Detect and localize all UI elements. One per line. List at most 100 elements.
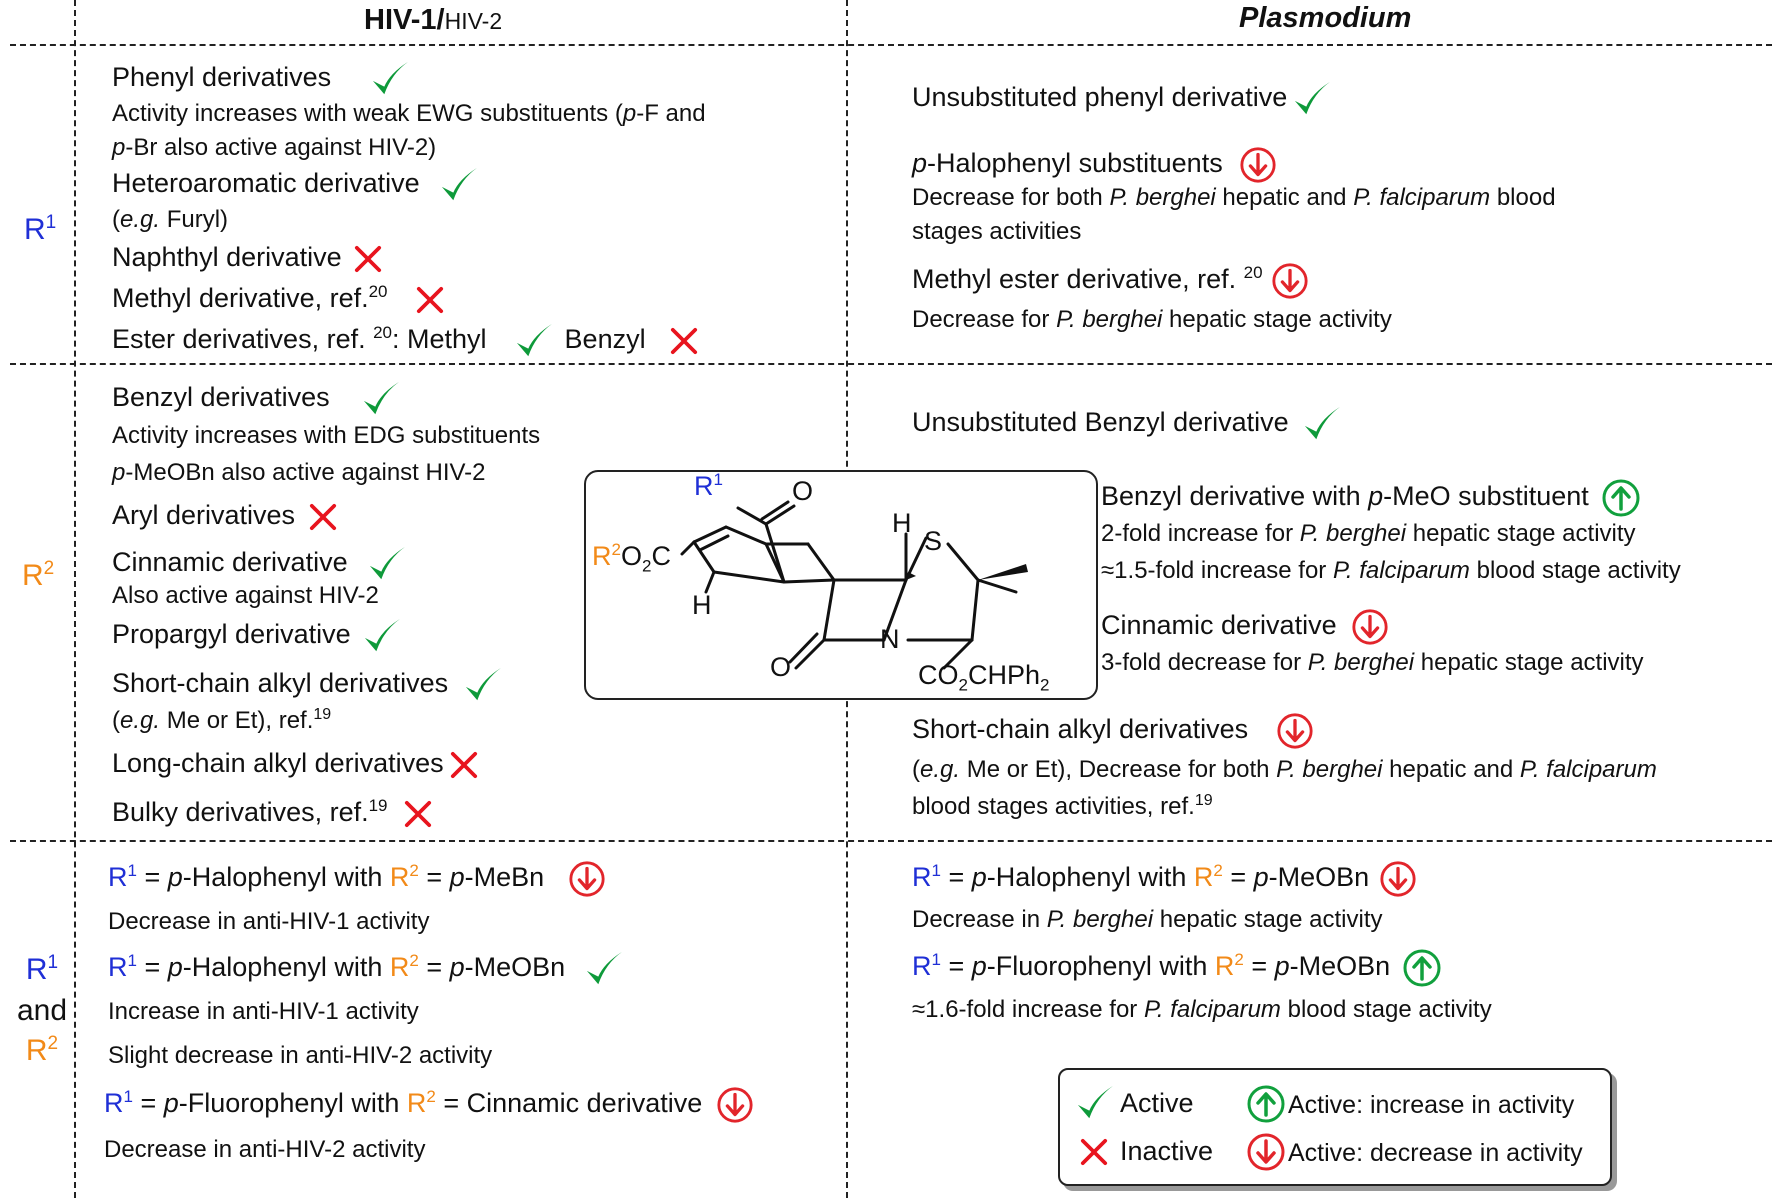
r2-hiv-cinnamic: Cinnamic derivative <box>112 545 408 583</box>
r1-hiv-naphthyl: Naphthyl derivative <box>112 242 382 273</box>
cross-icon <box>1080 1138 1108 1166</box>
both-plas-line-2-note: ≈1.6-fold increase for P. falciparum blo… <box>912 996 1492 1023</box>
check-icon <box>361 617 403 655</box>
r1-plas-unsub-phenyl: Unsubstituted phenyl derivative <box>912 80 1333 118</box>
decrease-arrow-icon <box>716 1086 754 1124</box>
r2-plas-cinnamic: Cinnamic derivative <box>1101 608 1389 646</box>
cross-icon <box>309 503 337 531</box>
r2-hiv-benzyl-note-2: p-MeOBn also active against HIV-2 <box>112 459 486 486</box>
both-hiv-line-1: R1 = p-Halophenyl with R2 = p-MeBn <box>108 860 606 898</box>
r2-hiv-short-chain: Short-chain alkyl derivatives <box>112 666 504 704</box>
molecule-carbonyl-o-bottom: O <box>770 652 792 682</box>
header-plasmodium: Plasmodium <box>1239 2 1412 34</box>
cross-icon <box>404 800 432 828</box>
molecule-h-top: H <box>892 508 912 538</box>
r2-hiv-cinnamic-note: Also active against HIV-2 <box>112 582 379 609</box>
r2-plas-short-chain: Short-chain alkyl derivatives <box>912 712 1314 750</box>
check-icon <box>1291 80 1333 118</box>
r2-plas-3fold-note: 3-fold decrease for P. berghei hepatic s… <box>1101 649 1644 676</box>
check-icon <box>513 322 555 360</box>
r2-hiv-benzyl-note-1: Activity increases with EDG substituents <box>112 422 541 449</box>
check-icon <box>369 60 411 98</box>
header-hiv: HIV-1/HIV-2 <box>364 4 503 36</box>
r1-hiv-heteroaromatic: Heteroaromatic derivative <box>112 166 480 204</box>
divider-header <box>10 44 1772 46</box>
r2-hiv-short-chain-note: (e.g. Me or Et), ref.19 <box>112 706 332 734</box>
molecule-nitrogen: N <box>880 624 900 654</box>
both-hiv-line-1-note: Decrease in anti-HIV-1 activity <box>108 908 430 935</box>
r1-plas-methyl-ester: Methyl ester derivative, ref. 20 <box>912 262 1309 300</box>
increase-arrow-icon <box>1246 1084 1286 1124</box>
molecule-box: R1 O H S R2O2C H N O CO2CHPh2 <box>584 470 1098 700</box>
row-label-r2: R2 <box>22 558 55 592</box>
r1-hiv-heteroaromatic-note: (e.g. Furyl) <box>112 206 229 233</box>
r1-hiv-phenyl-note-2: p-Br also active against HIV-2) <box>112 134 437 161</box>
molecule-h-left: H <box>692 590 712 620</box>
r1-hiv-phenyl-note-1: Activity increases with weak EWG substit… <box>112 100 706 127</box>
both-hiv-line-2-note-1: Increase in anti-HIV-1 activity <box>108 998 419 1025</box>
molecule-sulfur: S <box>924 526 943 556</box>
row-label-both: R1 and R2 <box>16 952 68 1067</box>
divider-label-column <box>74 0 76 1198</box>
both-plas-line-2: R1 = p-Fluorophenyl with R2 = p-MeOBn <box>912 948 1442 988</box>
increase-arrow-icon <box>1601 478 1641 518</box>
row-label-r1: R1 <box>24 212 57 246</box>
decrease-arrow-icon <box>1239 146 1277 184</box>
check-icon <box>462 666 504 704</box>
decrease-arrow-icon <box>1276 712 1314 750</box>
legend-increase: Active: increase in activity <box>1288 1091 1575 1119</box>
check-icon <box>366 545 408 583</box>
r2-hiv-long-chain: Long-chain alkyl derivatives <box>112 748 478 779</box>
check-icon <box>1074 1084 1116 1122</box>
decrease-arrow-icon <box>1379 860 1417 898</box>
both-plas-line-1-note: Decrease in P. berghei hepatic stage act… <box>912 906 1383 933</box>
divider-r1-r2 <box>10 363 1772 365</box>
r2-plas-short-chain-note-1: (e.g. Me or Et), Decrease for both P. be… <box>912 756 1657 783</box>
decrease-arrow-icon <box>568 860 606 898</box>
cross-icon <box>450 751 478 779</box>
molecule-co2chph2: CO2CHPh2 <box>918 660 1050 695</box>
r1-plas-halophenyl-note-1: Decrease for both P. berghei hepatic and… <box>912 184 1556 211</box>
r2-hiv-bulky: Bulky derivatives, ref.19 <box>112 796 432 828</box>
r1-plas-methyl-ester-note: Decrease for P. berghei hepatic stage ac… <box>912 306 1392 333</box>
check-icon <box>438 166 480 204</box>
divider-r2-both <box>10 840 1772 842</box>
check-icon <box>583 950 625 988</box>
cross-icon <box>416 286 444 314</box>
r2-plas-short-chain-note-2: blood stages activities, ref.19 <box>912 792 1213 820</box>
both-hiv-line-3-note: Decrease in anti-HIV-2 activity <box>104 1136 426 1163</box>
r1-plas-halophenyl-note-2: stages activities <box>912 218 1082 245</box>
legend-active: Active <box>1120 1088 1194 1118</box>
r2-hiv-propargyl: Propargyl derivative <box>112 617 403 655</box>
molecule-r1-label: R1 <box>694 470 723 501</box>
r2-hiv-benzyl: Benzyl derivatives <box>112 380 402 418</box>
molecule-r2-ester: R2O2C <box>592 540 671 576</box>
r1-hiv-phenyl: Phenyl derivatives <box>112 60 411 98</box>
cross-icon <box>354 245 382 273</box>
legend-decrease: Active: decrease in activity <box>1288 1139 1583 1167</box>
check-icon <box>360 380 402 418</box>
penicillin-scaffold-structure <box>680 500 1028 670</box>
r2-plas-15fold-note: ≈1.5-fold increase for P. falciparum blo… <box>1101 557 1681 584</box>
r1-plas-halophenyl: p-Halophenyl substituents <box>912 146 1277 184</box>
r2-plas-unsub-benzyl: Unsubstituted Benzyl derivative <box>912 405 1343 443</box>
legend: Active Inactive Active: increase in acti… <box>1058 1068 1612 1186</box>
decrease-arrow-icon <box>1271 262 1309 300</box>
both-hiv-line-2-note-2: Slight decrease in anti-HIV-2 activity <box>108 1042 493 1069</box>
r1-hiv-methyl: Methyl derivative, ref.20 <box>112 282 444 314</box>
decrease-arrow-icon <box>1351 608 1389 646</box>
molecule-carbonyl-o-top: O <box>792 476 814 506</box>
both-hiv-line-2: R1 = p-Halophenyl with R2 = p-MeOBn <box>108 950 625 988</box>
r2-plas-2fold-note: 2-fold increase for P. berghei hepatic s… <box>1101 520 1636 547</box>
check-icon <box>1301 405 1343 443</box>
legend-inactive: Inactive <box>1120 1136 1214 1166</box>
r2-hiv-aryl: Aryl derivatives <box>112 500 337 531</box>
r2-plas-benzyl-meo: Benzyl derivative with p-MeO substituent <box>1101 478 1641 518</box>
decrease-arrow-icon <box>1246 1132 1286 1172</box>
both-hiv-line-3: R1 = p-Fluorophenyl with R2 = Cinnamic d… <box>104 1086 754 1124</box>
both-plas-line-1: R1 = p-Halophenyl with R2 = p-MeOBn <box>912 860 1417 898</box>
cross-icon <box>670 327 698 355</box>
increase-arrow-icon <box>1402 948 1442 988</box>
